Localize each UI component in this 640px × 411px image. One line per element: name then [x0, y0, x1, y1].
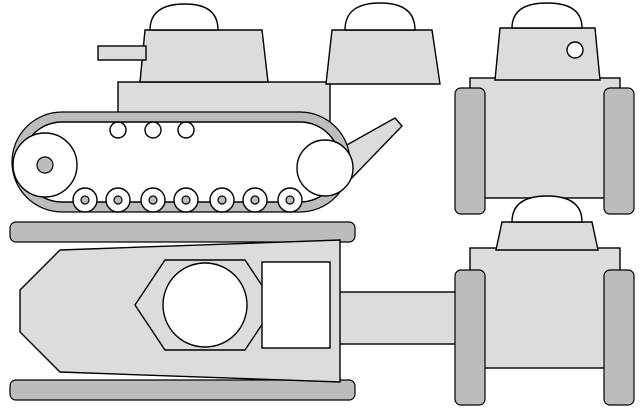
rear-dome	[511, 195, 583, 223]
gun-barrel	[97, 45, 147, 61]
road-wheel-hub	[181, 195, 191, 205]
top-turret-hatch	[162, 262, 248, 348]
road-wheel-hub	[285, 195, 295, 205]
road-wheel-hub	[217, 195, 227, 205]
top-track-lower	[9, 379, 356, 401]
rear-hull	[469, 247, 621, 369]
rear-turret	[495, 221, 599, 251]
return-rollers	[109, 121, 195, 139]
top-track-upper	[9, 221, 356, 243]
idler-hub	[36, 156, 54, 174]
road-wheel-hub	[148, 195, 158, 205]
front-track-right	[603, 87, 635, 215]
turret-alt-body	[325, 29, 441, 85]
road-wheels	[72, 187, 303, 213]
return-roller	[144, 121, 162, 139]
road-wheel-hub	[80, 195, 90, 205]
top-tail-skid	[329, 291, 461, 345]
turret-dome	[149, 3, 219, 31]
gun-mantlet	[566, 41, 584, 59]
rear-view	[454, 195, 635, 406]
rear-track-right	[603, 269, 635, 406]
turret-alt-dome	[344, 2, 416, 31]
front-track-left	[454, 87, 486, 215]
front-turret	[494, 27, 601, 81]
turret-side	[139, 29, 269, 83]
engine-deck	[261, 261, 331, 349]
turret-side-alt	[325, 2, 441, 85]
side-view	[11, 3, 403, 213]
front-hull	[469, 77, 621, 199]
road-wheel-hub	[113, 195, 123, 205]
front-view	[454, 2, 635, 215]
rear-track-left	[454, 269, 486, 406]
return-roller	[177, 121, 195, 139]
return-roller	[109, 121, 127, 139]
road-wheel-hub	[250, 195, 260, 205]
drive-sprocket	[296, 139, 354, 197]
front-dome	[511, 2, 583, 29]
top-view	[9, 221, 461, 401]
